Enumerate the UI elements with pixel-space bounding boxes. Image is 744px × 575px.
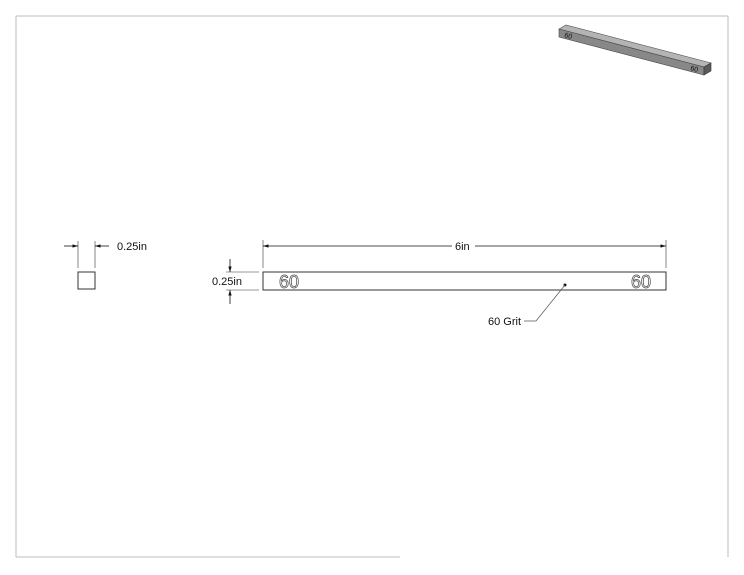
grit-callout: 60 Grit: [488, 316, 521, 328]
callout-leader: [524, 284, 566, 322]
iso-end-face: [703, 62, 712, 76]
isometric-view: 60 60: [558, 24, 712, 76]
side-view-square: [77, 271, 96, 290]
iso-front-face: [558, 28, 705, 76]
front-left-marking: 60: [279, 272, 299, 292]
sheet-border: [15, 15, 729, 558]
side-view: 0.25in: [64, 241, 147, 290]
side-width-dimension: 0.25in: [117, 241, 147, 253]
front-view: 60 60 6in 0.25in 60 Grit: [212, 240, 667, 328]
iso-top-face: [558, 24, 712, 68]
front-right-marking: 60: [631, 272, 651, 292]
height-dimension: 0.25in: [212, 276, 242, 288]
front-view-bar: [262, 271, 667, 291]
iso-left-marking: 60: [563, 32, 572, 41]
iso-right-marking: 60: [689, 65, 698, 74]
length-dimension: 6in: [455, 241, 470, 253]
